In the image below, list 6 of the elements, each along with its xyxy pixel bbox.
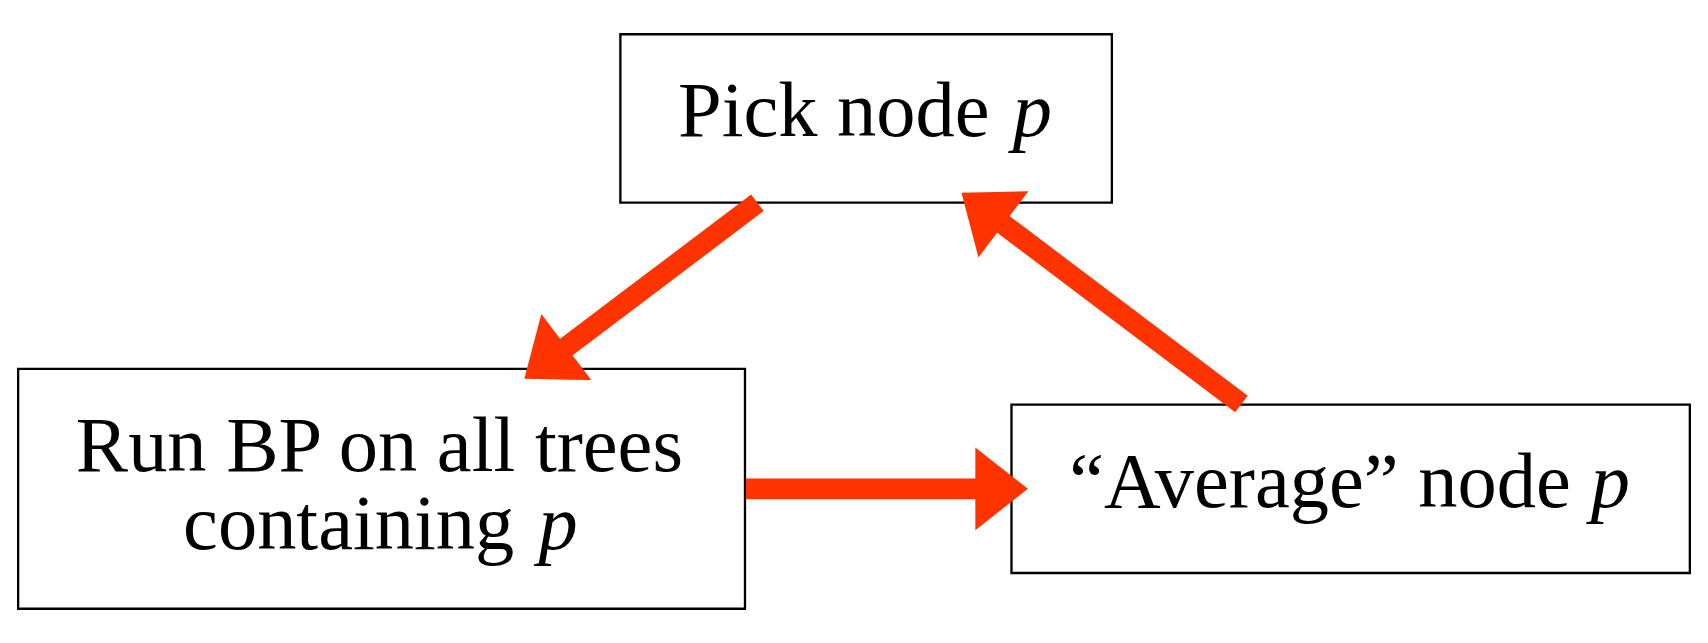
node-box: “Average” node p: [1010, 403, 1691, 575]
node-box: Run BP on all trees containing p: [17, 367, 747, 610]
arrow: [524, 194, 764, 381]
node-box: Pick node p: [619, 33, 1113, 204]
arrow: [961, 191, 1248, 413]
arrow: [745, 447, 1028, 531]
